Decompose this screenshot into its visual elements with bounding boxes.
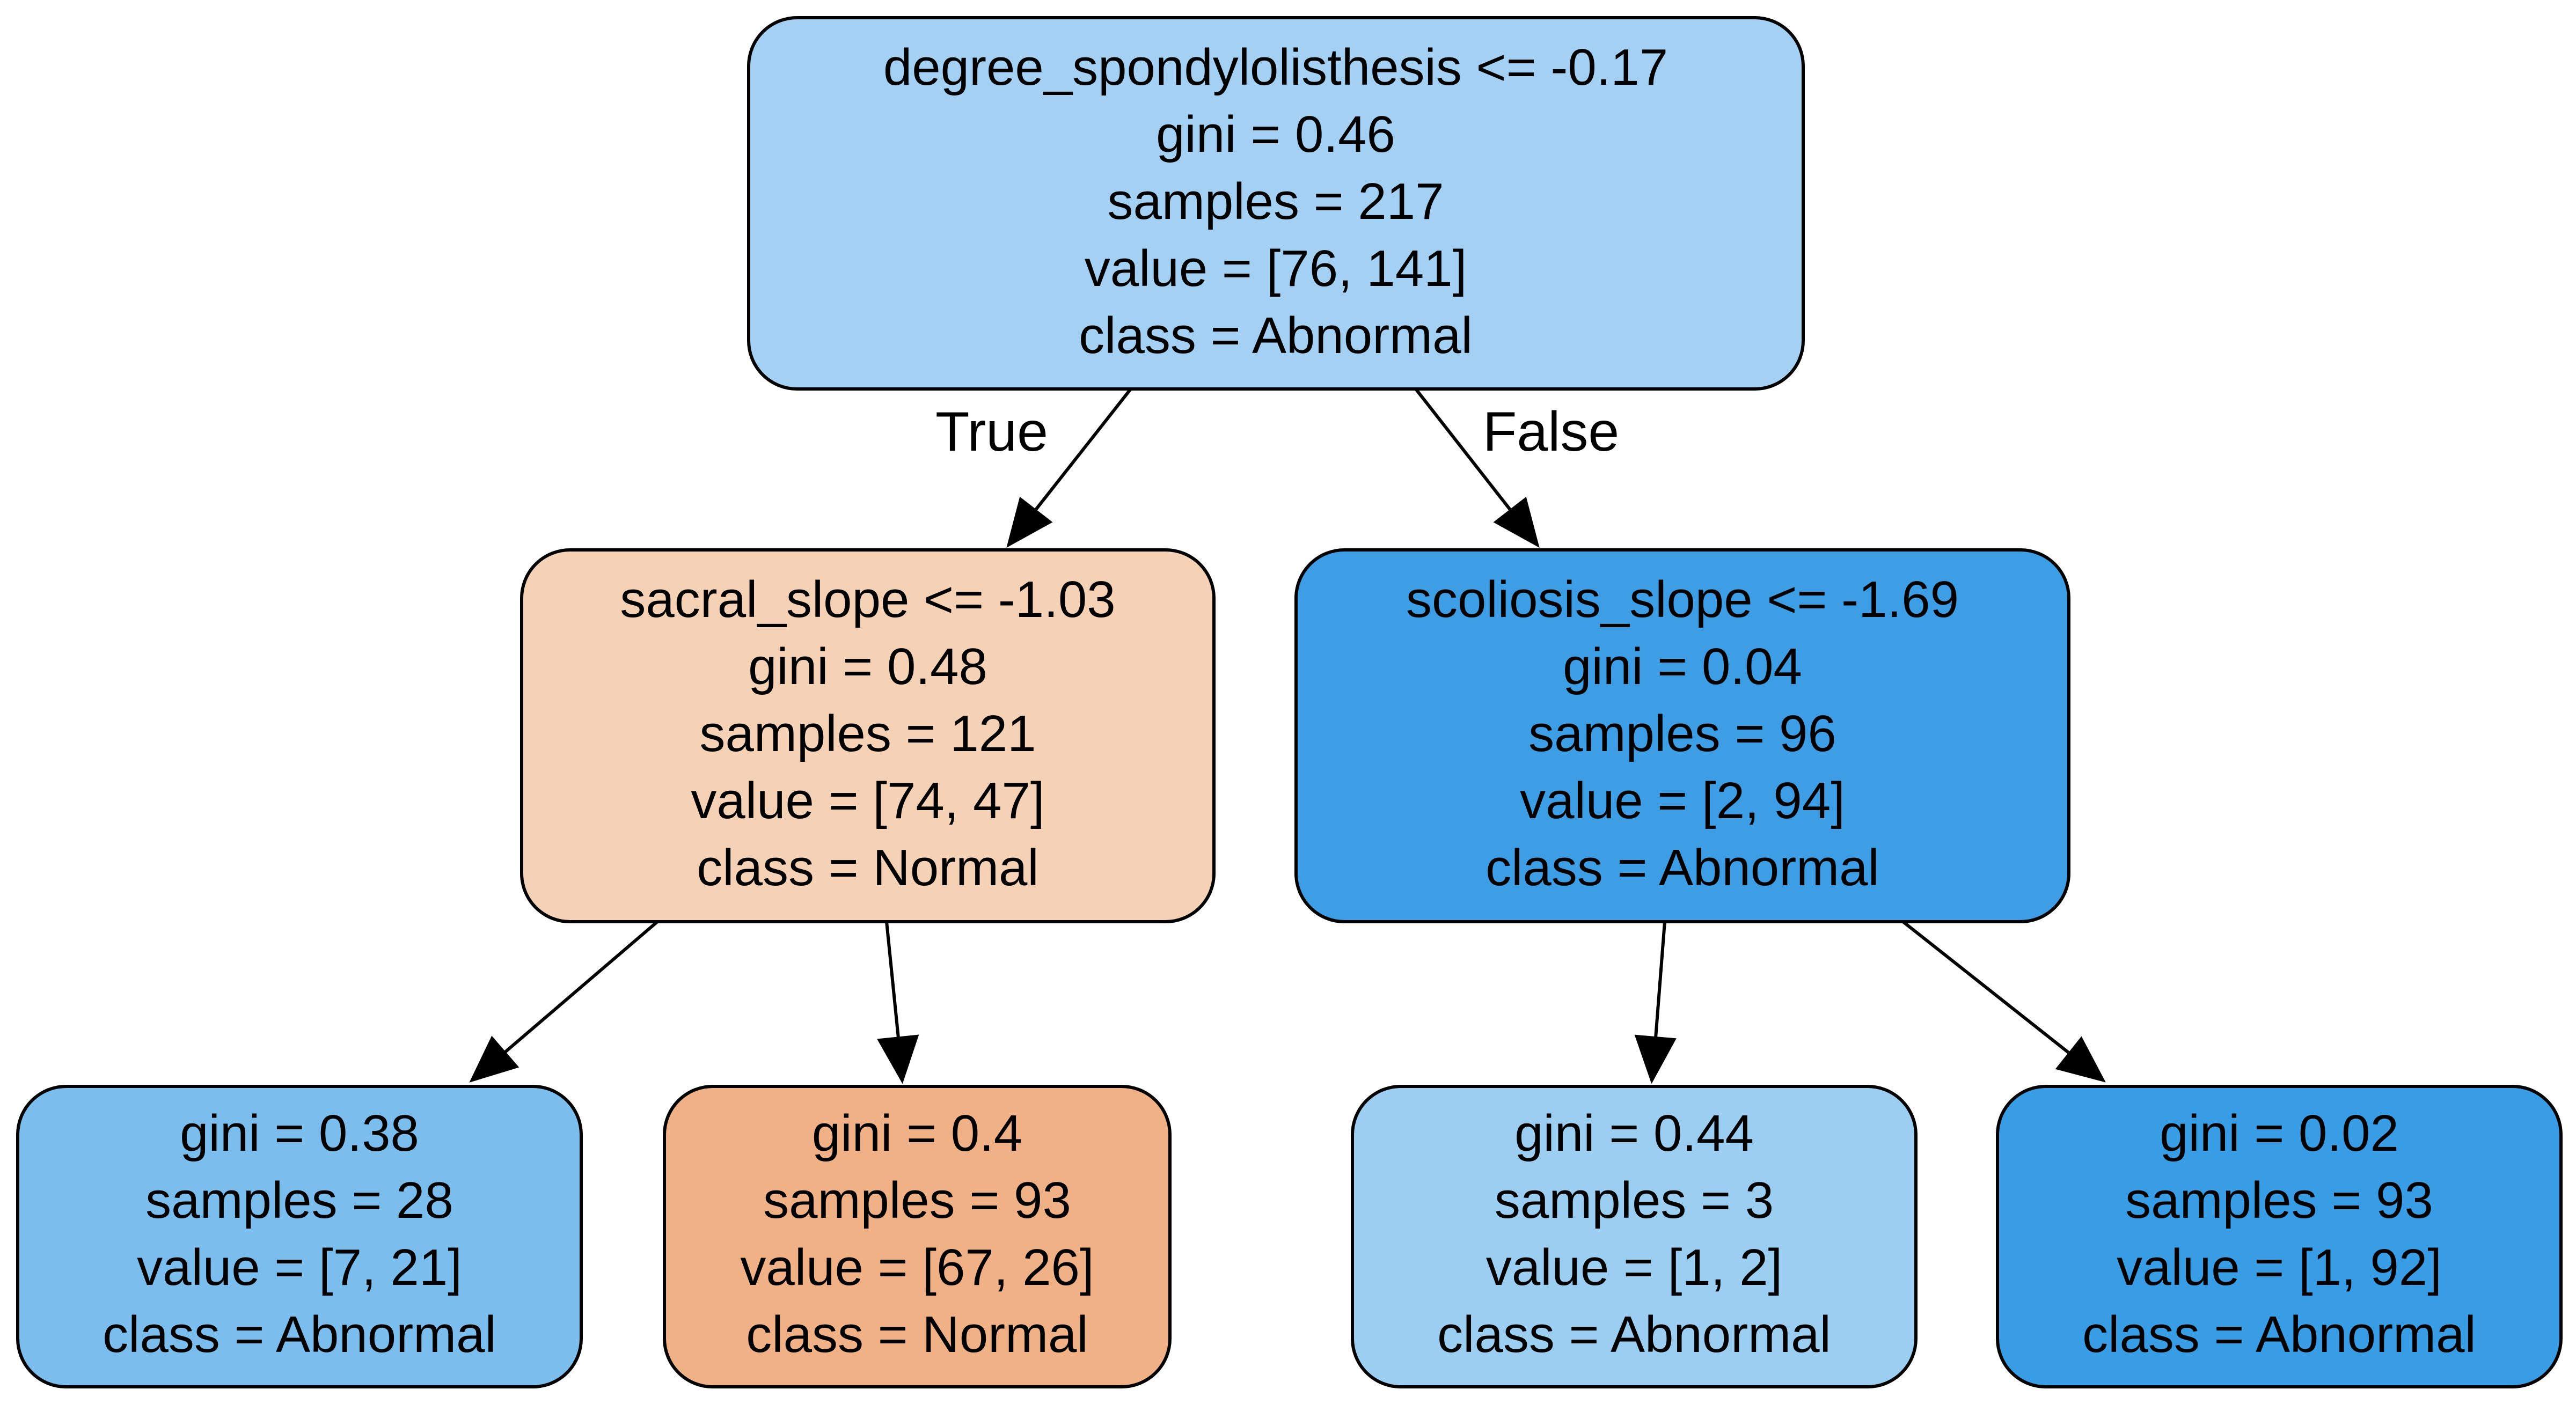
node-root-box: [747, 16, 1805, 391]
arrowhead-root-right: [1493, 496, 1540, 548]
node-left-right-gini: gini = 0.4: [812, 1105, 1022, 1162]
node-right-class: class = Abnormal: [1485, 839, 1879, 896]
node-root-split: degree_spondylolisthesis <= -0.17: [883, 39, 1668, 96]
node-right-left-class: class = Abnormal: [1437, 1306, 1831, 1363]
node-left-right: gini = 0.4 samples = 93 value = [67, 26]…: [663, 1085, 1172, 1388]
node-left-right-samples: samples = 93: [763, 1172, 1071, 1229]
node-right-samples: samples = 96: [1528, 705, 1836, 762]
arrowhead-left-leftleft: [469, 1035, 519, 1083]
node-left-right-box: [663, 1085, 1172, 1388]
edge-left-leftright: [885, 921, 900, 1039]
node-left-value: value = [74, 47]: [691, 772, 1044, 829]
node-right-left: gini = 0.44 samples = 3 value = [1, 2] c…: [1351, 1085, 1918, 1388]
node-right-gini: gini = 0.04: [1563, 638, 1802, 695]
node-right-right-samples: samples = 93: [2125, 1172, 2433, 1229]
node-left-gini: gini = 0.48: [748, 638, 987, 695]
arrowhead-right-rightright: [2055, 1036, 2106, 1083]
node-root-class: class = Abnormal: [1079, 307, 1473, 364]
node-right-right-value: value = [1, 92]: [2117, 1239, 2442, 1296]
node-right-left-samples: samples = 3: [1495, 1172, 1774, 1229]
edges: [469, 388, 2106, 1084]
node-left-left-samples: samples = 28: [145, 1172, 453, 1229]
edge-root-left: [1034, 388, 1132, 511]
node-left-left-box: [16, 1085, 583, 1388]
node-root: degree_spondylolisthesis <= -0.17 gini =…: [747, 16, 1805, 391]
node-right-box: [1294, 548, 2070, 923]
node-left-right-value: value = [67, 26]: [740, 1239, 1094, 1296]
node-left-box: [520, 548, 1216, 923]
node-right: scoliosis_slope <= -1.69 gini = 0.04 sam…: [1294, 548, 2070, 923]
edge-left-leftleft: [503, 920, 658, 1054]
arrowhead-root-left: [1006, 496, 1053, 548]
arrowhead-right-rightleft: [1634, 1034, 1677, 1084]
node-left-left: gini = 0.38 samples = 28 value = [7, 21]…: [16, 1085, 583, 1388]
arrowhead-left-leftright: [877, 1034, 919, 1084]
node-right-value: value = [2, 94]: [1520, 772, 1845, 829]
node-right-left-gini: gini = 0.44: [1514, 1105, 1754, 1162]
node-left: sacral_slope <= -1.03 gini = 0.48 sample…: [520, 548, 1216, 923]
node-left-split: sacral_slope <= -1.03: [620, 571, 1115, 628]
node-left-right-class: class = Normal: [746, 1306, 1088, 1363]
node-right-left-box: [1351, 1085, 1918, 1388]
node-left-left-class: class = Abnormal: [103, 1306, 496, 1363]
edge-label-true: True: [935, 401, 1048, 463]
node-root-value: value = [76, 141]: [1085, 240, 1467, 297]
node-root-gini: gini = 0.46: [1156, 106, 1395, 163]
node-left-left-gini: gini = 0.38: [180, 1105, 419, 1162]
node-right-right-gini: gini = 0.02: [2160, 1105, 2399, 1162]
node-right-left-value: value = [1, 2]: [1486, 1239, 1782, 1296]
node-left-class: class = Normal: [697, 839, 1039, 896]
edge-right-rightleft: [1654, 921, 1666, 1039]
node-right-right-class: class = Abnormal: [2082, 1306, 2476, 1363]
edge-right-rightright: [1902, 920, 2071, 1055]
node-left-left-value: value = [7, 21]: [137, 1239, 462, 1296]
node-root-samples: samples = 217: [1107, 173, 1444, 230]
node-right-right-box: [1996, 1085, 2563, 1388]
edge-root-right: [1414, 388, 1512, 511]
node-right-right: gini = 0.02 samples = 93 value = [1, 92]…: [1996, 1085, 2563, 1388]
node-left-samples: samples = 121: [699, 705, 1036, 762]
node-right-split: scoliosis_slope <= -1.69: [1406, 571, 1959, 628]
edge-label-false: False: [1483, 401, 1619, 463]
